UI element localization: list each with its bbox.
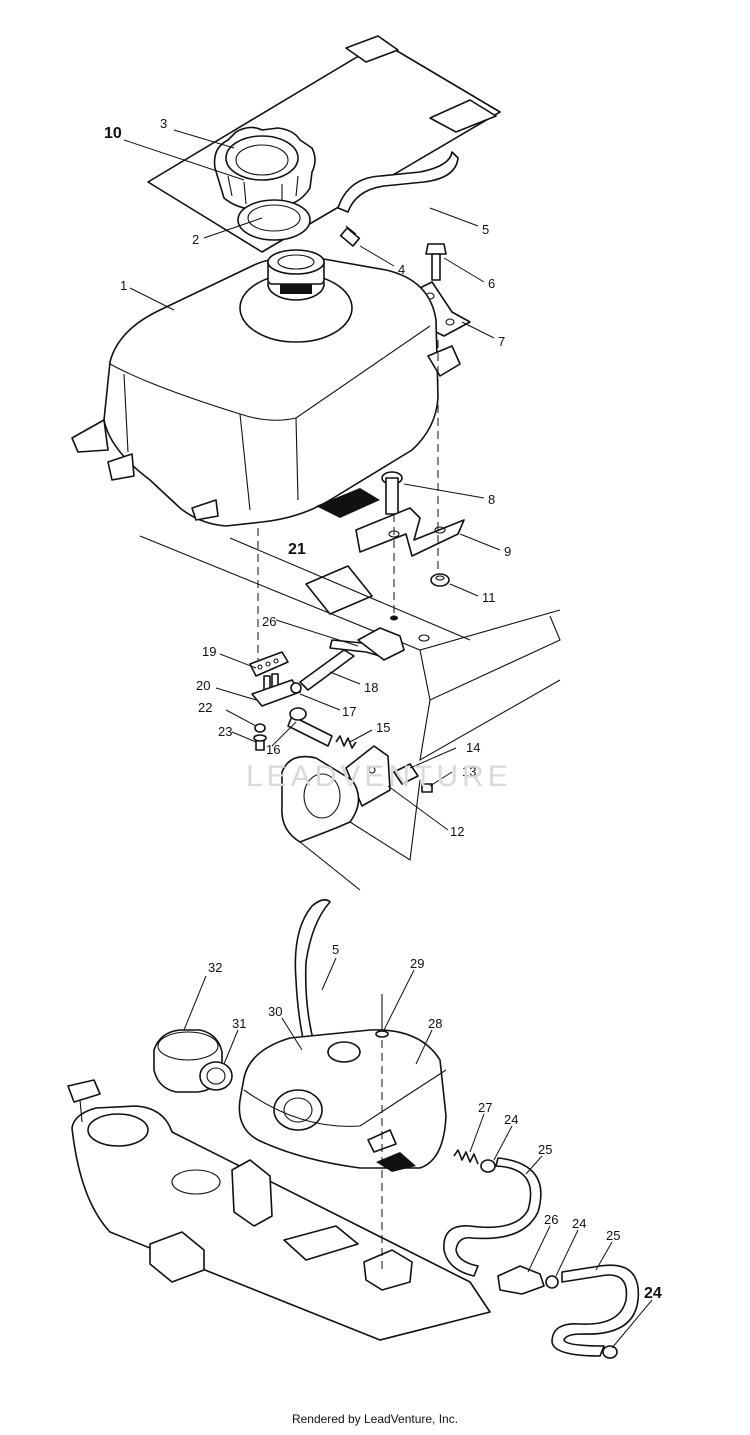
callout-4: 4: [398, 262, 405, 277]
bolt-part-6: [425, 243, 447, 281]
callout-31: 31: [232, 1016, 246, 1031]
valve-part-20: [251, 673, 302, 707]
callout-28: 28: [428, 1016, 442, 1031]
fuel-tank-part-1: [71, 249, 461, 527]
callout-23: 23: [218, 724, 232, 739]
callout-9: 9: [504, 544, 511, 559]
clamp-part-24a: [480, 1159, 496, 1173]
bracket-part-9: [355, 507, 465, 557]
frame-steering: [281, 755, 421, 891]
callout-17: 17: [342, 704, 356, 719]
hose-part-25b: [551, 1264, 640, 1357]
callout-26-upper: 26: [262, 614, 276, 629]
callout-7: 7: [498, 334, 505, 349]
callout-12: 12: [450, 824, 464, 839]
screw-part-13: [421, 783, 433, 793]
screw-part-23: [253, 734, 267, 751]
shadow-strip: [316, 488, 380, 518]
seal-part-31: [199, 1061, 233, 1091]
bolt-part-8: [381, 471, 403, 515]
frame-lower: [67, 1079, 491, 1341]
callout-32: 32: [208, 960, 222, 975]
callout-3: 3: [160, 116, 167, 131]
plate-part-19: [249, 651, 289, 677]
callout-26-lower: 26: [544, 1212, 558, 1227]
callout-30: 30: [268, 1004, 282, 1019]
callout-1: 1: [120, 278, 127, 293]
callout-19: 19: [202, 644, 216, 659]
callout-22: 22: [198, 700, 212, 715]
callout-20: 20: [196, 678, 210, 693]
callout-25-b: 25: [606, 1228, 620, 1243]
footer-credit: Rendered by LeadVenture, Inc.: [291, 1412, 459, 1426]
decal-part-21: [305, 565, 373, 615]
callout-29: 29: [410, 956, 424, 971]
callout-15: 15: [376, 720, 390, 735]
callout-11: 11: [482, 590, 496, 605]
callout-18: 18: [364, 680, 378, 695]
callout-27: 27: [478, 1100, 492, 1115]
callout-14: 14: [466, 740, 480, 755]
callout-24-a: 24: [504, 1112, 518, 1127]
callout-2: 2: [192, 232, 199, 247]
fuel-line-part-26: [329, 627, 405, 661]
vent-hose-part-5-lower: [294, 898, 331, 1053]
callout-16: 16: [266, 742, 280, 757]
callout-25-a: 25: [538, 1142, 552, 1157]
fitting-part-4: [339, 225, 361, 247]
callout-13: 13: [462, 764, 476, 779]
plate-part-10: [147, 35, 501, 253]
callout-5-upper: 5: [482, 222, 489, 237]
callout-24-c: 24: [644, 1285, 662, 1302]
fuel-tank-part-28: [238, 1029, 447, 1172]
callout-10: 10: [104, 125, 122, 142]
leader-lines: [123, 129, 653, 1349]
clamp-part-24c: [602, 1345, 618, 1359]
gas-cap-part-3: [213, 126, 316, 211]
callout-21: 21: [288, 541, 306, 558]
filter-part-26-lower: [497, 1265, 545, 1295]
frame-upper: [139, 535, 561, 762]
spring-part-15: [335, 735, 357, 749]
vent-hose-part-5: [337, 151, 459, 213]
clamp-part-24b: [545, 1275, 559, 1289]
nut-part-11: [430, 573, 450, 587]
callout-24-b: 24: [572, 1216, 586, 1231]
hose-part-18: [299, 649, 355, 691]
clamp-part-14: [393, 763, 419, 785]
watermark: LEADVENTURE: [246, 760, 512, 793]
filter-part-16: [287, 707, 333, 747]
spring-part-27: [453, 1149, 479, 1165]
callout-8: 8: [488, 492, 495, 507]
callout-5-lower: 5: [332, 942, 339, 957]
callout-6: 6: [488, 276, 495, 291]
pin-part-29: [375, 994, 389, 1038]
hose-part-25a: [443, 1157, 542, 1277]
washer-part-22: [254, 723, 266, 733]
o-ring-part-2: [237, 199, 311, 241]
